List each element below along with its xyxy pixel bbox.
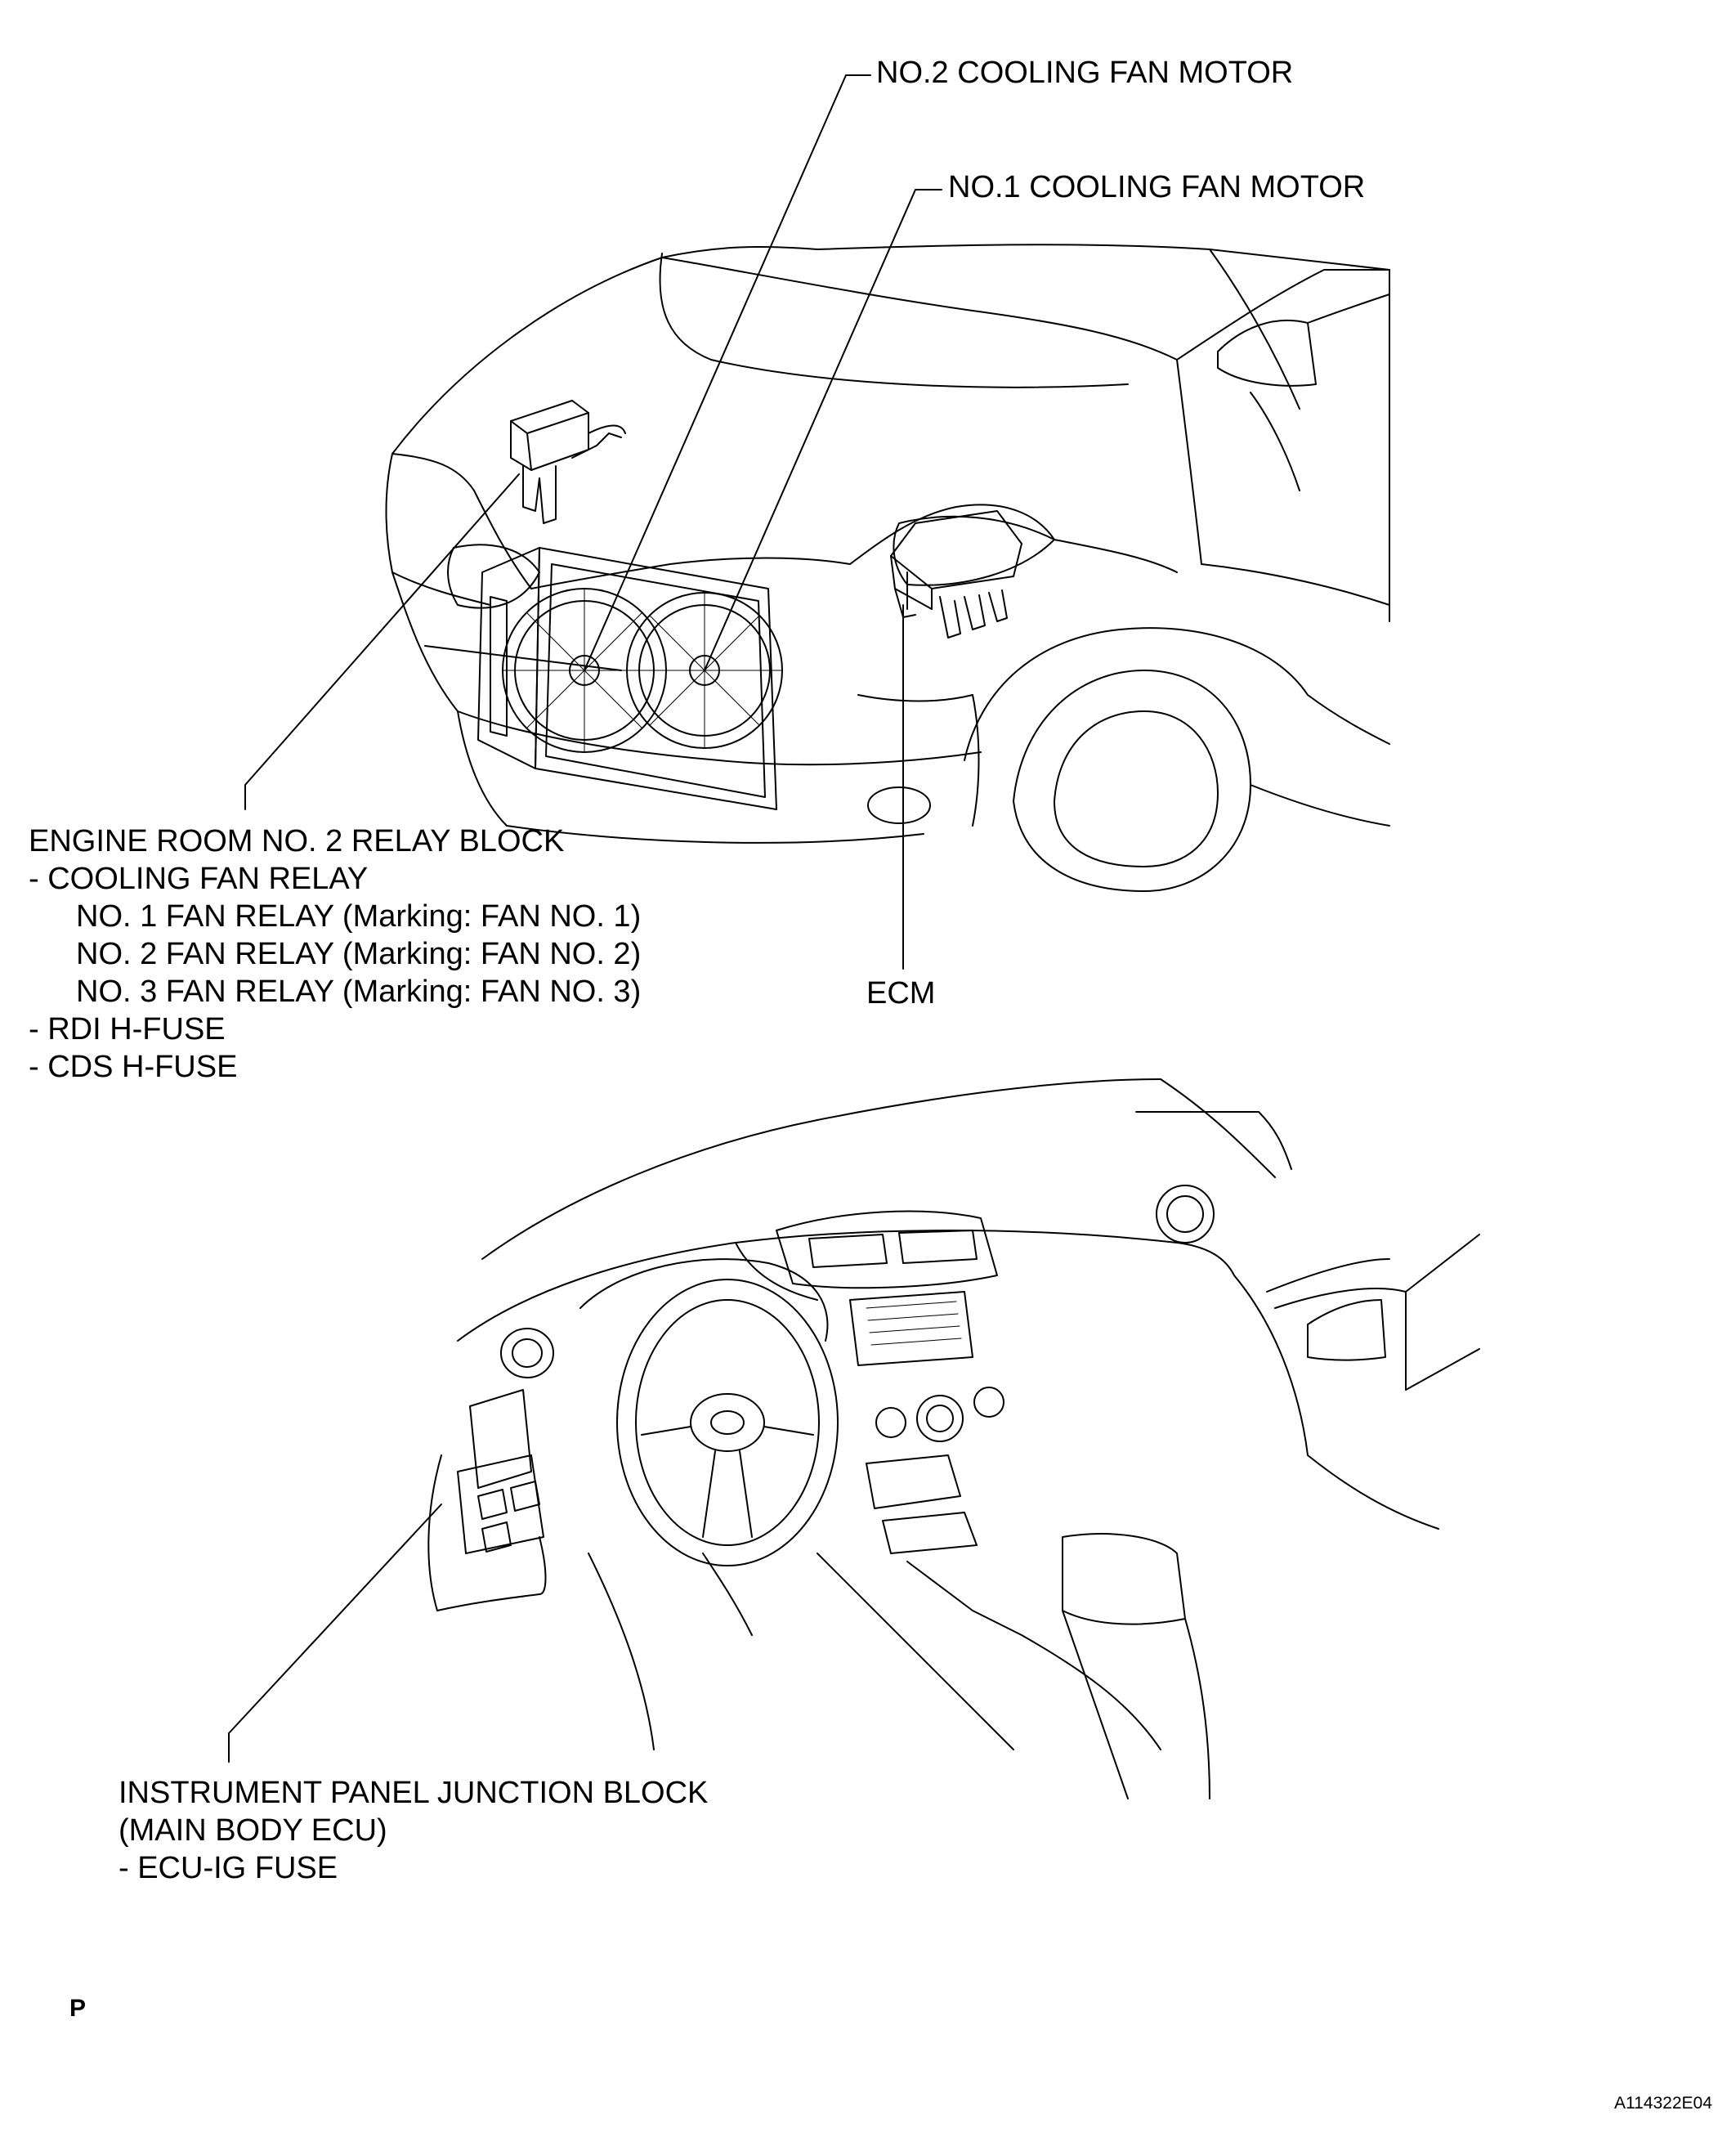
junction-block-callout: INSTRUMENT PANEL JUNCTION BLOCK (MAIN BO… <box>119 1774 708 1887</box>
label-no1-cooling-fan-motor: NO.1 COOLING FAN MOTOR <box>948 170 1366 204</box>
junction-block-line: (MAIN BODY ECU) <box>119 1813 387 1848</box>
page-marker: P <box>69 1995 87 2022</box>
relay-block-item: - COOLING FAN RELAY <box>29 862 369 896</box>
leader-lines <box>229 75 942 1762</box>
figure-code: A114322E04 <box>1614 2094 1712 2113</box>
junction-block-title: INSTRUMENT PANEL JUNCTION BLOCK <box>119 1776 709 1810</box>
relay-block-title: ENGINE ROOM NO. 2 RELAY BLOCK <box>29 824 565 858</box>
vehicle-interior-drawing <box>428 1079 1479 1799</box>
relay-block-item: NO. 1 FAN RELAY (Marking: FAN NO. 1) <box>76 899 642 934</box>
relay-block-item: NO. 3 FAN RELAY (Marking: FAN NO. 3) <box>76 975 642 1009</box>
relay-block-drawing <box>511 401 625 523</box>
relay-block-item: NO. 2 FAN RELAY (Marking: FAN NO. 2) <box>76 937 642 971</box>
vehicle-exterior-drawing <box>387 244 1390 891</box>
junction-block-line: - ECU-IG FUSE <box>119 1851 338 1885</box>
relay-block-item: - CDS H-FUSE <box>29 1050 238 1084</box>
relay-block-item: - RDI H-FUSE <box>29 1012 226 1046</box>
leader-fan-motor-1 <box>705 190 942 670</box>
leader-fan-motor-2 <box>584 75 870 670</box>
leader-junction-block <box>229 1504 441 1762</box>
label-no2-cooling-fan-motor: NO.2 COOLING FAN MOTOR <box>876 56 1294 90</box>
relay-block-callout: ENGINE ROOM NO. 2 RELAY BLOCK - COOLING … <box>29 822 641 1086</box>
radiator-fan-assembly-drawing <box>478 548 782 809</box>
label-ecm: ECM <box>866 976 936 1011</box>
ecm-drawing <box>891 511 1022 638</box>
leader-relay-block <box>245 474 519 809</box>
